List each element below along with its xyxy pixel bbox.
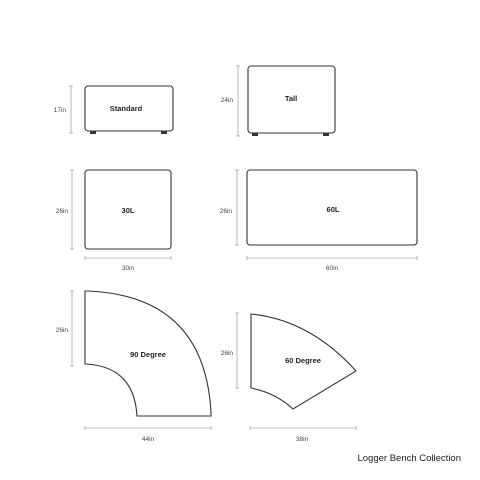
bench-90-degree: 26in 90 Degree 44in xyxy=(56,290,212,443)
standard-bench-label: Standard xyxy=(110,104,143,113)
bench-30l: 26in 30L 30in xyxy=(56,169,172,272)
60l-width-label: 60in xyxy=(326,265,339,272)
standard-bench: 17in Standard xyxy=(54,85,174,134)
60-degree-bench-label: 60 Degree xyxy=(285,356,321,365)
bench-foot xyxy=(161,131,167,134)
bench-foot xyxy=(90,131,96,134)
30l-width-label: 30in xyxy=(122,265,135,272)
60-degree-bench-body xyxy=(250,313,357,410)
tall-bench-label: Tall xyxy=(285,94,297,103)
30l-bench-body xyxy=(84,169,172,250)
90-degree-depth-label: 26in xyxy=(56,327,69,334)
bench-60-degree: 26in 60 Degree 38in xyxy=(221,312,357,443)
tall-height-label: 24in xyxy=(221,97,234,104)
30l-bench-label: 30L xyxy=(122,206,135,215)
60-degree-depth-label: 26in xyxy=(221,350,234,357)
tall-bench-body xyxy=(247,65,336,134)
90-degree-width-label: 44in xyxy=(142,436,155,443)
standard-height-label: 17in xyxy=(54,107,67,114)
bench-foot xyxy=(252,133,258,136)
90-degree-bench-label: 90 Degree xyxy=(130,350,166,359)
30l-depth-label: 26in xyxy=(56,208,69,215)
collection-title: Logger Bench Collection xyxy=(357,453,461,464)
60-degree-width-label: 38in xyxy=(296,436,309,443)
tall-bench: 24in Tall xyxy=(221,65,336,137)
90-degree-bench-body xyxy=(84,290,212,417)
bench-60l: 26in 60L 60in xyxy=(220,169,418,272)
60l-bench-label: 60L xyxy=(327,205,340,214)
bench-foot xyxy=(323,133,329,136)
60l-bench-body xyxy=(246,169,418,246)
60l-depth-label: 26in xyxy=(220,208,233,215)
standard-bench-body xyxy=(84,85,174,132)
